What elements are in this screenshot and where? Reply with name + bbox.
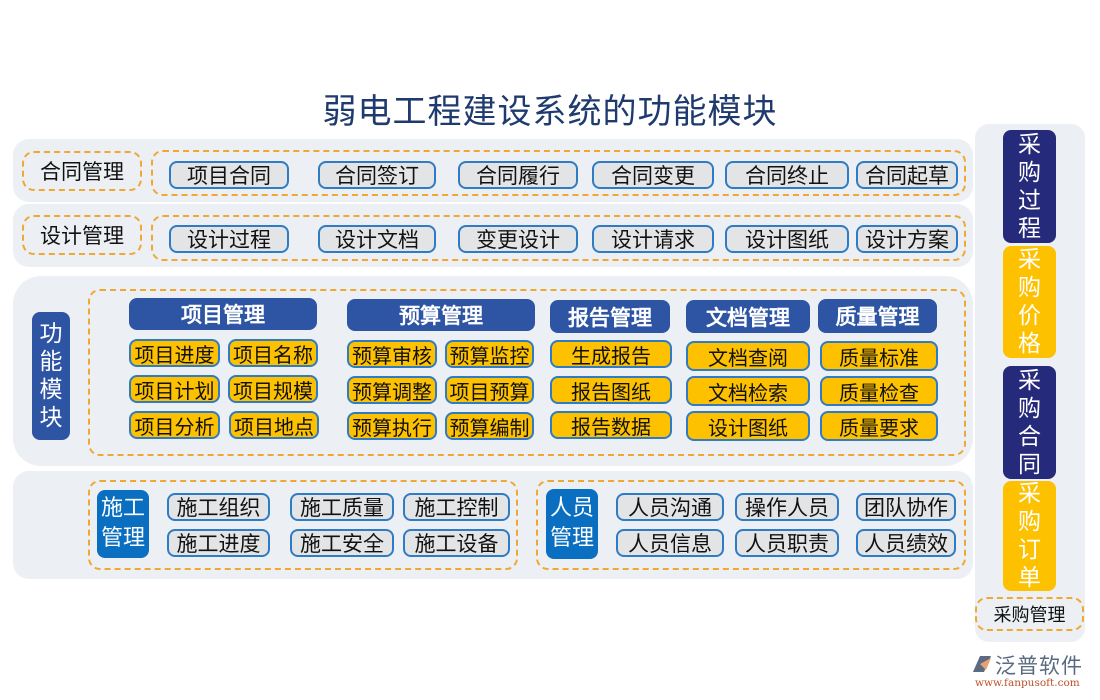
construction-management-label: 施工 管理	[97, 490, 149, 558]
personnel-item[interactable]: 人员沟通	[616, 493, 724, 521]
quality-item[interactable]: 质量检查	[820, 376, 938, 406]
construction-group	[88, 480, 518, 570]
contract-item[interactable]: 合同终止	[725, 161, 849, 189]
budget-item[interactable]: 预算编制	[445, 412, 534, 440]
document-item[interactable]: 设计图纸	[686, 411, 810, 441]
construction-item[interactable]: 施工控制	[403, 493, 510, 521]
project-item[interactable]: 项目规模	[228, 375, 318, 403]
personnel-item[interactable]: 人员信息	[616, 529, 724, 557]
report-item[interactable]: 报告图纸	[550, 376, 672, 404]
design-item[interactable]: 设计方案	[856, 225, 958, 253]
procurement-price-block[interactable]: 采 购 价 格	[1003, 246, 1056, 358]
report-item[interactable]: 生成报告	[550, 340, 672, 368]
personnel-item[interactable]: 人员职责	[735, 529, 839, 557]
design-item[interactable]: 设计过程	[169, 225, 289, 253]
design-item[interactable]: 变更设计	[458, 225, 578, 253]
project-item[interactable]: 项目地点	[229, 411, 319, 439]
contract-item[interactable]: 合同签订	[318, 161, 436, 189]
budget-item[interactable]: 项目预算	[445, 376, 534, 404]
contract-item[interactable]: 合同起草	[856, 161, 958, 189]
budget-management-header[interactable]: 预算管理	[347, 299, 535, 331]
document-management-header[interactable]: 文档管理	[686, 300, 810, 333]
personnel-group	[536, 480, 966, 570]
personnel-item[interactable]: 人员绩效	[856, 529, 956, 557]
design-item[interactable]: 设计文档	[318, 225, 436, 253]
project-management-header[interactable]: 项目管理	[129, 298, 317, 330]
personnel-item[interactable]: 团队协作	[856, 493, 956, 521]
contract-item[interactable]: 合同变更	[592, 161, 714, 189]
fanpu-logo: 泛普软件 www.fanpusoft.com	[965, 650, 1095, 694]
construction-item[interactable]: 施工安全	[290, 529, 394, 557]
procurement-order-block[interactable]: 采 购 订 单	[1003, 481, 1056, 591]
construction-item[interactable]: 施工设备	[403, 529, 510, 557]
project-item[interactable]: 项目进度	[129, 339, 220, 367]
contract-items-group	[151, 150, 966, 196]
contract-item[interactable]: 项目合同	[169, 161, 289, 189]
project-item[interactable]: 项目名称	[228, 339, 318, 367]
procurement-contract-block[interactable]: 采 购 合 同	[1003, 366, 1056, 479]
document-item[interactable]: 文档检索	[686, 376, 810, 406]
project-item[interactable]: 项目计划	[129, 375, 220, 403]
construction-personnel-panel	[13, 471, 973, 579]
document-item[interactable]: 文档查阅	[686, 341, 810, 371]
contract-management-label: 合同管理	[22, 151, 142, 191]
personnel-management-label: 人员 管理	[546, 489, 598, 559]
construction-item[interactable]: 施工进度	[167, 529, 270, 557]
budget-item[interactable]: 预算监控	[445, 340, 534, 368]
procurement-management-label: 采购管理	[975, 597, 1084, 631]
quality-management-header[interactable]: 质量管理	[818, 299, 937, 333]
construction-item[interactable]: 施工组织	[167, 493, 270, 521]
design-management-label: 设计管理	[22, 215, 142, 255]
design-item[interactable]: 设计图纸	[725, 225, 849, 253]
budget-item[interactable]: 预算审核	[347, 340, 437, 368]
report-management-header[interactable]: 报告管理	[550, 300, 670, 333]
construction-item[interactable]: 施工质量	[290, 493, 394, 521]
procurement-process-block[interactable]: 采 购 过 程	[1003, 130, 1056, 243]
page-title: 弱电工程建设系统的功能模块	[322, 92, 778, 132]
personnel-item[interactable]: 操作人员	[735, 493, 839, 521]
design-items-group	[151, 215, 966, 261]
quality-item[interactable]: 质量要求	[820, 411, 938, 441]
fanpu-logo-icon	[973, 656, 991, 672]
design-item[interactable]: 设计请求	[592, 225, 714, 253]
budget-item[interactable]: 预算执行	[347, 412, 437, 440]
function-module-label: 功 能 模 块	[32, 312, 70, 440]
function-module-group	[88, 289, 966, 456]
report-item[interactable]: 报告数据	[550, 411, 672, 439]
quality-item[interactable]: 质量标准	[820, 341, 938, 371]
contract-item[interactable]: 合同履行	[458, 161, 578, 189]
budget-item[interactable]: 预算调整	[347, 376, 437, 404]
project-item[interactable]: 项目分析	[129, 411, 220, 439]
